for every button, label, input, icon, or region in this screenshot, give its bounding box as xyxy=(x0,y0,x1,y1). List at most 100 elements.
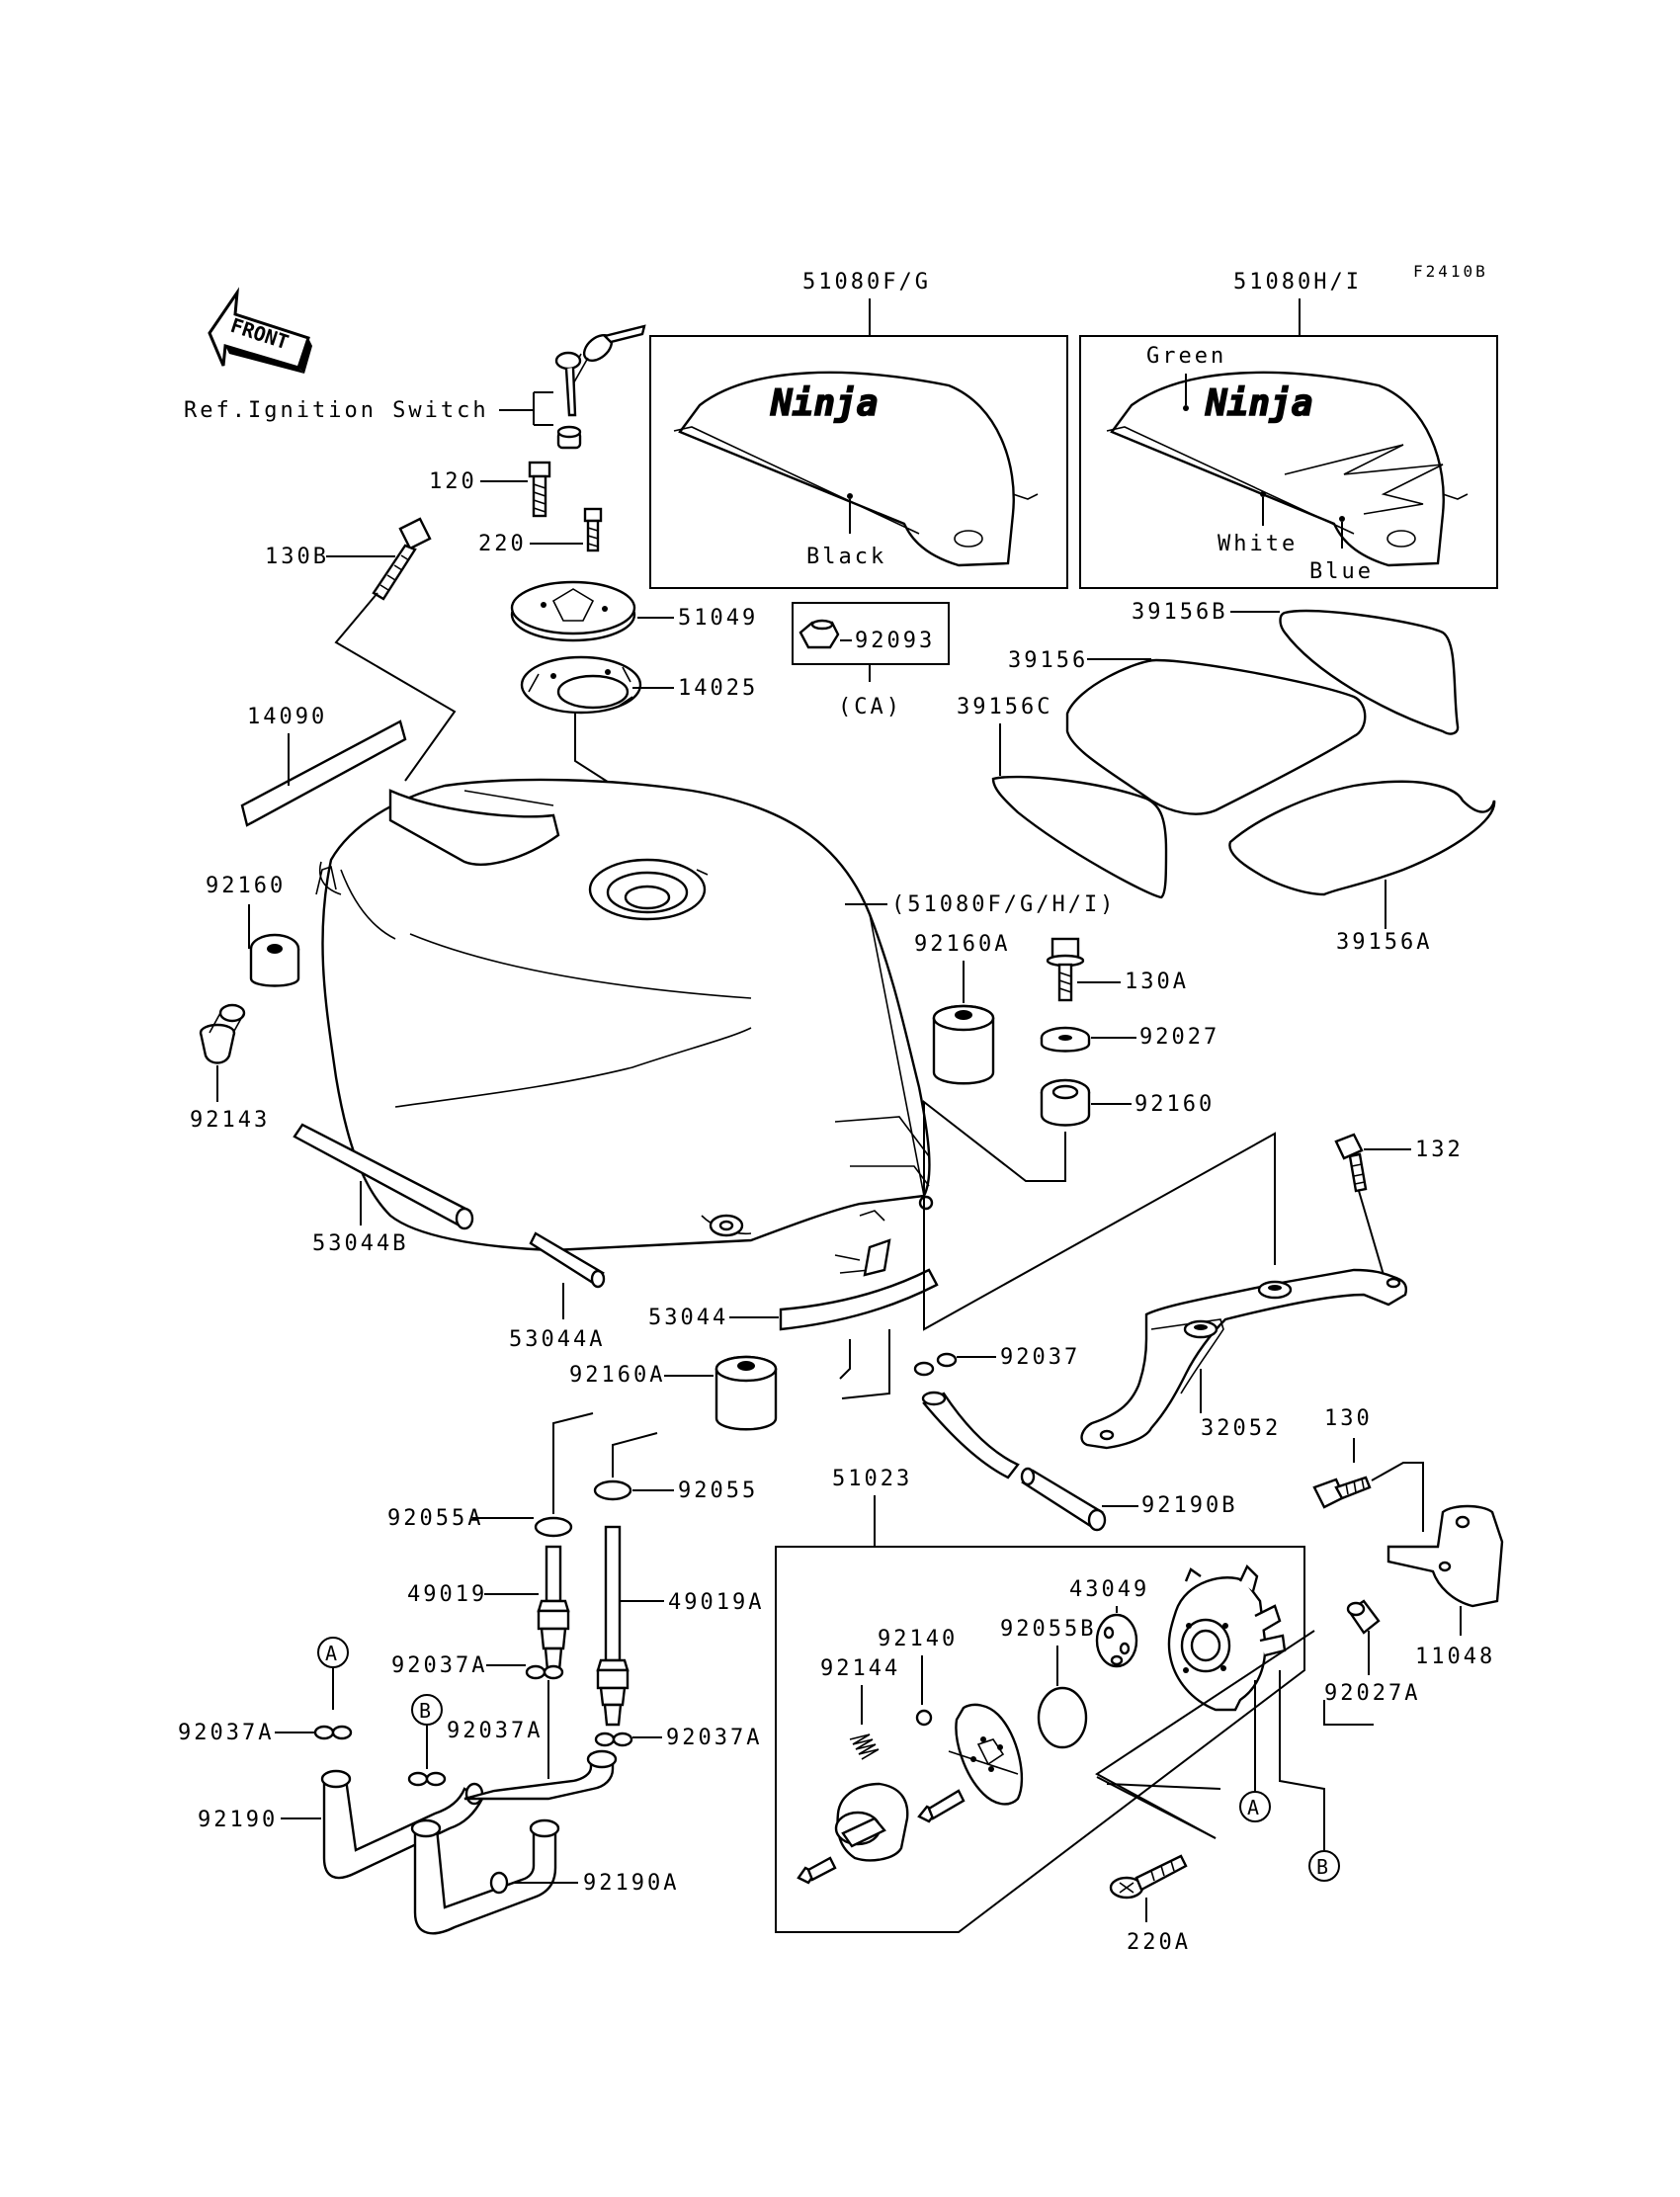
label-132: 132 xyxy=(1415,1138,1464,1162)
label-11048: 11048 xyxy=(1415,1645,1495,1669)
label-92037A-3: 92037A xyxy=(447,1719,543,1743)
washer-92027-icon xyxy=(1040,1026,1091,1053)
screw-220A-icon xyxy=(1109,1854,1188,1900)
label-92055A: 92055A xyxy=(387,1506,483,1531)
label-92190A: 92190A xyxy=(583,1871,679,1896)
label-49019A: 49019A xyxy=(668,1590,764,1615)
decal-green-white-blue-icon xyxy=(1106,371,1469,567)
label-92055: 92055 xyxy=(678,1479,758,1503)
strip-53044B-icon xyxy=(293,1123,474,1230)
fuel-cap-icon xyxy=(510,580,636,642)
label-92160-left: 92160 xyxy=(206,874,286,898)
damper-92160-left-icon xyxy=(249,933,300,987)
nut-92093-icon xyxy=(798,619,840,649)
color-blue: Blue xyxy=(1309,559,1374,584)
bolt-130-icon xyxy=(1312,1476,1372,1509)
valve-knob-icon xyxy=(834,1782,909,1862)
label-39156C: 39156C xyxy=(957,695,1052,719)
strip-53044-icon xyxy=(779,1268,939,1331)
label-92190: 92190 xyxy=(198,1808,278,1832)
label-92055B: 92055B xyxy=(1000,1617,1096,1642)
label-53044B: 53044B xyxy=(312,1231,408,1256)
clip-92037A-4-icon xyxy=(594,1732,633,1747)
ignition-ref-label: Ref.Ignition Switch xyxy=(184,398,489,423)
bolt-130A-icon xyxy=(1046,937,1085,1002)
label-53044: 53044 xyxy=(648,1306,728,1330)
collar-92027A-icon xyxy=(1346,1599,1381,1635)
label-92160A-lower: 92160A xyxy=(569,1363,665,1388)
damper-92160-right-icon xyxy=(1040,1078,1091,1127)
screw-valve-mid-icon xyxy=(917,1789,966,1823)
label-51080FG: 51080F/G xyxy=(802,270,931,295)
bolt-132-icon xyxy=(1334,1133,1368,1193)
box-51080FG xyxy=(649,335,1068,589)
label-92037: 92037 xyxy=(1000,1345,1080,1370)
pipe-49019A-icon xyxy=(596,1525,630,1727)
oring-92055A-icon xyxy=(534,1516,573,1538)
clip-92037A-2-icon xyxy=(525,1664,564,1680)
svg-text:A: A xyxy=(1247,1796,1259,1819)
decal-black-icon xyxy=(673,371,1039,567)
label-92160A-upper: 92160A xyxy=(914,932,1010,957)
fuel-tank-icon xyxy=(315,778,934,1277)
label-39156A: 39156A xyxy=(1336,930,1432,955)
svg-text:B: B xyxy=(419,1699,431,1723)
label-43049: 43049 xyxy=(1069,1577,1149,1602)
clip-92037-icon xyxy=(913,1352,958,1377)
oring-92055B-icon xyxy=(1037,1686,1088,1749)
spring-92144-icon xyxy=(849,1733,880,1760)
label-39156: 39156 xyxy=(1008,648,1088,673)
svg-text:A: A xyxy=(325,1642,337,1665)
color-green: Green xyxy=(1146,344,1226,369)
color-white: White xyxy=(1218,532,1298,556)
strip-14090-icon xyxy=(240,719,407,827)
pad-39156A-icon xyxy=(1228,780,1496,896)
bolt-120-icon xyxy=(528,461,551,518)
label-49019: 49019 xyxy=(407,1582,487,1607)
hose-92190-icon xyxy=(320,1769,484,1880)
label-130: 130 xyxy=(1324,1406,1373,1431)
hose-92190B-icon xyxy=(921,1391,1107,1532)
label-92190B: 92190B xyxy=(1141,1493,1237,1518)
screw-valve-left-icon xyxy=(797,1856,837,1885)
svg-text:B: B xyxy=(1316,1855,1328,1879)
label-120: 120 xyxy=(429,469,477,494)
bolt-220-icon xyxy=(583,507,603,552)
pad-39156B-icon xyxy=(1279,609,1460,735)
label-92093: 92093 xyxy=(855,629,935,653)
label-92037A-2: 92037A xyxy=(391,1653,487,1678)
label-51023: 51023 xyxy=(832,1467,912,1491)
logo-ninja-left: Ninja xyxy=(770,383,878,424)
label-39156B: 39156B xyxy=(1132,600,1227,625)
label-53044A: 53044A xyxy=(509,1327,605,1352)
gasket-14025-icon xyxy=(520,655,642,715)
bolt-130B-icon xyxy=(372,517,432,601)
clip-92037A-3-icon xyxy=(407,1771,447,1787)
box-51023 xyxy=(775,1546,1305,1933)
label-92037A-1: 92037A xyxy=(178,1721,274,1745)
label-92160-right: 92160 xyxy=(1134,1092,1215,1117)
ignition-key-icon xyxy=(554,324,646,450)
label-130B: 130B xyxy=(265,545,329,569)
clip-92037A-1-icon xyxy=(313,1725,353,1740)
ball-92140-icon xyxy=(915,1709,933,1727)
gasket-43049-icon xyxy=(1095,1613,1138,1668)
callout-a-left: A xyxy=(317,1637,349,1668)
label-92144: 92144 xyxy=(820,1656,900,1681)
label-220A: 220A xyxy=(1127,1930,1191,1955)
label-51080-tank: (51080F/G/H/I) xyxy=(891,892,1116,917)
bracket-32052-icon xyxy=(1080,1268,1407,1450)
fuel-valve-body-icon xyxy=(1167,1563,1287,1712)
label-92140: 92140 xyxy=(878,1627,958,1651)
logo-ninja-right: Ninja xyxy=(1205,383,1312,424)
callout-b-right: B xyxy=(1308,1850,1340,1882)
label-14090: 14090 xyxy=(247,705,327,729)
box-51080HI xyxy=(1079,335,1498,589)
label-92037A-4: 92037A xyxy=(666,1726,762,1750)
front-arrow-icon: FRONT xyxy=(208,287,312,374)
color-black: Black xyxy=(806,545,886,569)
diaphragm-plate-icon xyxy=(948,1703,1024,1806)
pipe-49019-icon xyxy=(537,1545,570,1672)
label-32052: 32052 xyxy=(1201,1416,1281,1441)
